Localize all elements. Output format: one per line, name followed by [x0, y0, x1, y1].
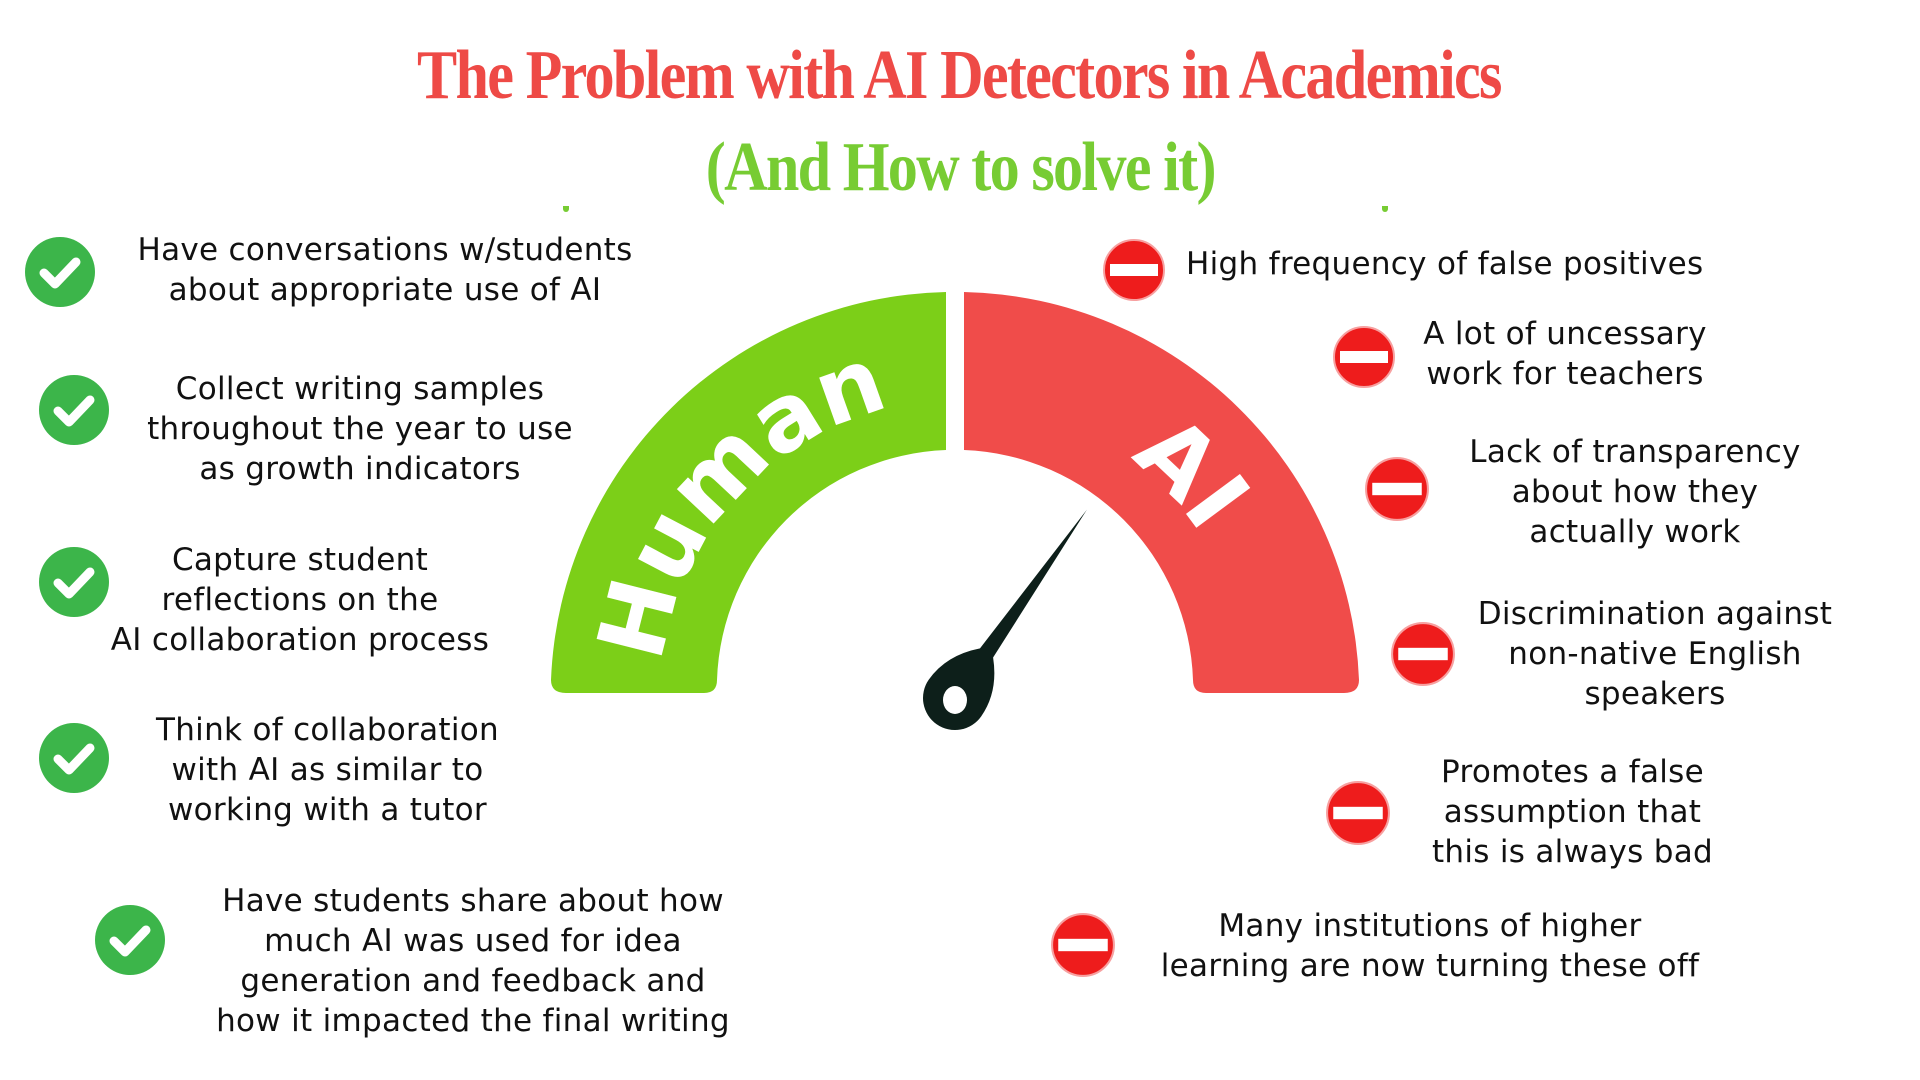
gauge-human-segment [551, 292, 946, 693]
problem-text: Many institutions of higher learning are… [1160, 908, 1700, 984]
problem-text: High frequency of false positives [1186, 246, 1704, 282]
gauge-needle [923, 509, 1087, 730]
solution-text: Collect writing samples throughout the y… [147, 371, 573, 487]
check-circle-icon [39, 547, 109, 617]
problem-text: Promotes a false assumption that this is… [1431, 754, 1714, 870]
solution-item: Think of collaboration with AI as simila… [120, 710, 535, 830]
problem-text: Lack of transparency about how they actu… [1469, 434, 1801, 550]
page-title: The Problem with AI Detectors in Academi… [417, 37, 1502, 114]
solution-item: Have students share about how much AI wa… [178, 881, 768, 1041]
problem-item: Lack of transparency about how they actu… [1425, 432, 1845, 552]
no-entry-icon [1333, 326, 1395, 388]
solution-text: Think of collaboration with AI as simila… [156, 712, 499, 828]
problem-item: A lot of uncessary work for teachers [1400, 314, 1730, 394]
no-entry-icon [1326, 781, 1390, 845]
gauge-ai-segment [964, 292, 1359, 693]
no-entry-icon [1103, 239, 1165, 301]
solution-item: Have conversations w/students about appr… [100, 230, 670, 310]
check-circle-icon [25, 237, 95, 307]
solution-item: Collect writing samples throughout the y… [110, 369, 610, 489]
solution-text: Capture student reflections on the AI co… [110, 542, 490, 658]
no-entry-icon [1365, 457, 1429, 521]
solution-item: Capture student reflections on the AI co… [70, 540, 530, 660]
problem-item: Discrimination against non-native Englis… [1450, 594, 1860, 714]
check-circle-icon [39, 375, 109, 445]
solution-text: Have students share about how much AI wa… [216, 883, 730, 1039]
decorative-tick-left [563, 206, 569, 212]
problem-item: Promotes a false assumption that this is… [1400, 752, 1745, 872]
problem-text: Discrimination against non-native Englis… [1477, 596, 1833, 712]
problem-item: Many institutions of higher learning are… [1125, 906, 1735, 986]
problem-text: A lot of uncessary work for teachers [1423, 316, 1707, 392]
no-entry-icon [1391, 622, 1455, 686]
check-circle-icon [95, 905, 165, 975]
check-circle-icon [39, 723, 109, 793]
page-subtitle: (And How to solve it) [705, 129, 1217, 206]
no-entry-icon [1051, 913, 1115, 977]
solution-text: Have conversations w/students about appr… [137, 232, 633, 308]
problem-item: High frequency of false positives [1186, 244, 1786, 284]
decorative-tick-right [1382, 206, 1388, 212]
